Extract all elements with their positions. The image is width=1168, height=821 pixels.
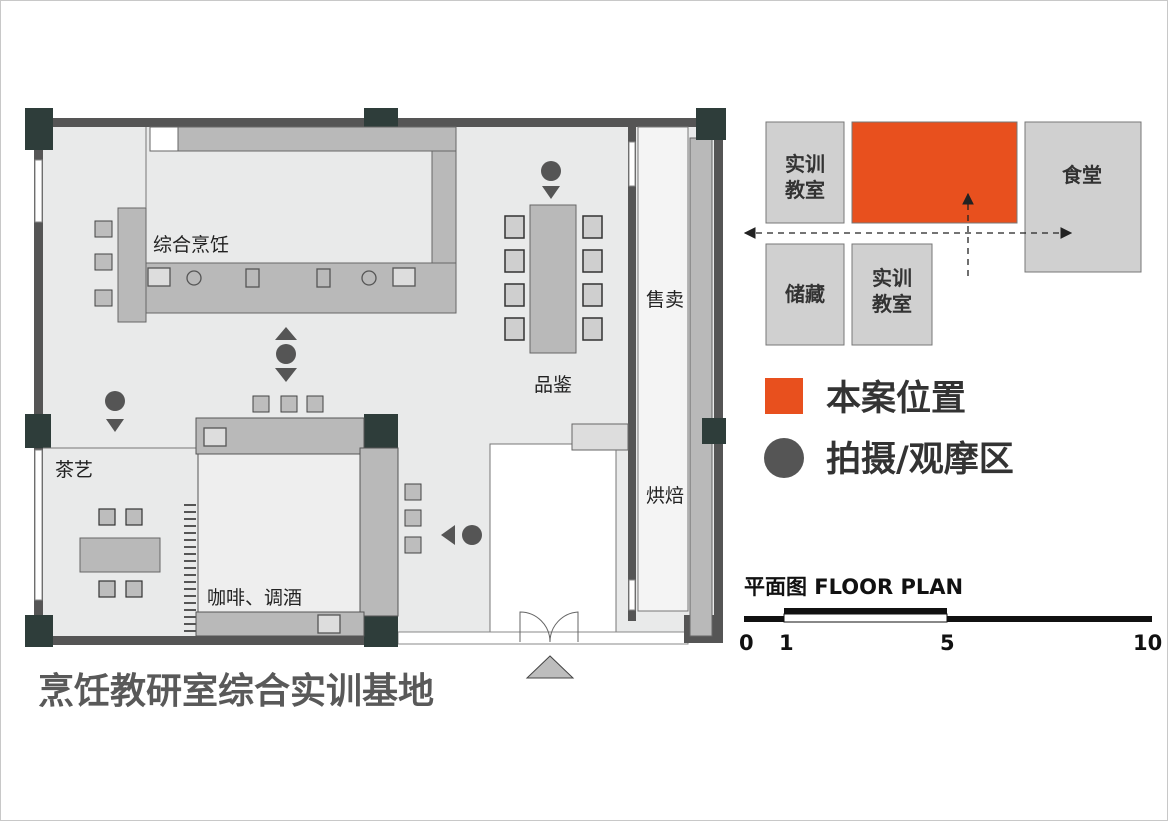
cooking-counters bbox=[117, 126, 457, 323]
legend-viewing-label: 拍摄/观摩区 bbox=[826, 440, 1014, 480]
entrance-door bbox=[519, 611, 579, 643]
map-label-classroom-bottom-1: 实训 bbox=[872, 266, 912, 290]
scale-tick-10: 10 bbox=[1133, 631, 1162, 655]
legend-site-label: 本案位置 bbox=[826, 379, 966, 419]
map-block-canteen bbox=[1024, 121, 1142, 273]
plan-title: 烹饪教研室综合实训基地 bbox=[38, 671, 434, 712]
map-block-classroom-bottom bbox=[851, 243, 933, 346]
partitions bbox=[43, 127, 617, 620]
sales-baking-corridor bbox=[637, 126, 689, 612]
tea-chairs bbox=[98, 508, 143, 598]
scale-bar: 平面图 FLOOR PLAN 0 1 5 10 bbox=[739, 575, 1162, 655]
right-counter bbox=[689, 137, 713, 637]
cooking-stools bbox=[94, 220, 422, 554]
room-label-tea: 茶艺 bbox=[55, 459, 93, 481]
scale-tick-5: 5 bbox=[940, 631, 955, 655]
coffee-bar bbox=[195, 417, 399, 637]
entrance-arrow bbox=[525, 655, 575, 679]
wine-rack bbox=[184, 504, 196, 632]
entrance-area bbox=[489, 443, 617, 635]
windows bbox=[34, 141, 636, 611]
map-label-classroom-bottom-2: 教室 bbox=[872, 292, 912, 316]
location-map: 实训 教室 食堂 储藏 实训 教室 bbox=[743, 121, 1142, 346]
viewing-markers bbox=[105, 161, 561, 545]
tea-table bbox=[79, 537, 161, 573]
map-label-classroom-top-2: 教室 bbox=[785, 178, 825, 202]
room-label-baking: 烘焙 bbox=[646, 485, 684, 507]
legend: 本案位置 拍摄/观摩区 bbox=[764, 378, 1014, 480]
room-label-coffee-bar: 咖啡、调酒 bbox=[207, 587, 302, 609]
entrance-corridor bbox=[397, 631, 689, 645]
room-label-sales: 售卖 bbox=[646, 289, 684, 311]
map-label-canteen: 食堂 bbox=[1062, 163, 1102, 187]
map-label-storage: 储藏 bbox=[785, 282, 825, 306]
map-block-classroom-top bbox=[765, 121, 845, 224]
map-block-storage bbox=[765, 243, 845, 346]
room-label-cooking: 综合烹饪 bbox=[153, 234, 229, 256]
legend-site-swatch bbox=[765, 378, 803, 414]
columns bbox=[25, 108, 726, 647]
sales-counter-stub bbox=[571, 423, 629, 451]
map-block-site bbox=[851, 121, 1018, 224]
scale-tick-1: 1 bbox=[779, 631, 794, 655]
scale-tick-0: 0 bbox=[739, 631, 754, 655]
stove-icons bbox=[147, 267, 416, 288]
scale-title: 平面图 FLOOR PLAN bbox=[744, 575, 963, 599]
fridge-icon bbox=[149, 126, 179, 152]
legend-viewing-swatch bbox=[764, 438, 804, 478]
map-label-classroom-top-1: 实训 bbox=[785, 152, 825, 176]
tasting-table bbox=[529, 204, 577, 354]
room-label-tasting: 品鉴 bbox=[534, 374, 572, 396]
tasting-chairs bbox=[504, 215, 603, 341]
